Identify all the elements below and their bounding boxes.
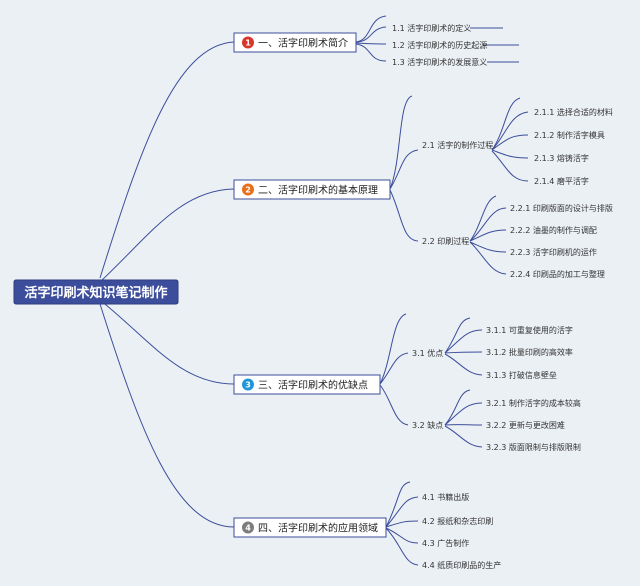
badge-number: 4 (245, 524, 251, 533)
leaf-topic[interactable]: 4.1 书籍出版 (422, 492, 469, 502)
badge-number: 2 (245, 186, 251, 195)
leaf-topic[interactable]: 3.1.2 批量印刷的高效率 (486, 347, 573, 357)
number-badge (242, 521, 254, 534)
leaf-topic[interactable]: 3.2.1 制作活字的成本较高 (486, 398, 581, 408)
leaf-topic[interactable]: 3.2.2 更新与更改困难 (486, 420, 565, 430)
leaf-topic[interactable]: 1.2 活字印刷术的历史起源 (392, 40, 487, 50)
branch-label: 二、活字印刷术的基本原理 (258, 184, 378, 197)
branch-box (233, 32, 357, 53)
root-box (13, 279, 179, 305)
leaf-topic[interactable]: 3.1.1 可重复使用的活字 (486, 325, 573, 335)
leaf-topic[interactable]: 1.1 活字印刷术的定义 (392, 23, 471, 33)
sub-topic[interactable]: 3.2 缺点 (412, 420, 443, 430)
leaf-topic[interactable]: 3.2.3 版面限制与排版限制 (486, 442, 581, 452)
leaf-topic[interactable]: 2.1.3 熔铸活字 (534, 153, 589, 163)
leaf-topic[interactable]: 2.2.1 印刷版面的设计与排版 (510, 203, 613, 213)
branch-box (233, 374, 381, 395)
branch4-edges (385, 481, 419, 566)
branch-box (233, 179, 391, 200)
branch-node-4[interactable]: 4 四、活字印刷术的应用领域 (233, 517, 387, 538)
leaf-topic[interactable]: 2.1.2 制作活字模具 (534, 130, 605, 140)
branch-label: 三、活字印刷术的优缺点 (258, 379, 368, 392)
sub-topic[interactable]: 3.1 优点 (412, 348, 443, 358)
sub-topic[interactable]: 2.1 活字的制作过程 (422, 140, 493, 150)
leaf-topic[interactable]: 4.3 广告制作 (422, 538, 469, 548)
root-label: 活字印刷术知识笔记制作 (24, 285, 167, 301)
leaf-topic[interactable]: 3.1.3 打破信息壁垒 (486, 370, 557, 380)
branch2-edges (389, 95, 529, 275)
number-badge (242, 183, 254, 196)
branch-node-2[interactable]: 2 二、活字印刷术的基本原理 (233, 179, 391, 200)
branch1-edges (355, 15, 519, 63)
leaf-topic[interactable]: 2.2.4 印刷品的加工与整理 (510, 269, 605, 279)
branch-label: 四、活字印刷术的应用领域 (258, 522, 378, 535)
leaf-topic[interactable]: 2.2.3 活字印刷机的运作 (510, 247, 597, 257)
leaf-topic[interactable]: 2.2.2 油墨的制作与调配 (510, 225, 597, 235)
number-badge (242, 378, 254, 391)
branch3-edges (379, 313, 483, 448)
branch-box (233, 517, 387, 538)
sub-topic[interactable]: 2.2 印刷过程 (422, 236, 469, 246)
number-badge (242, 36, 254, 49)
leaf-topic[interactable]: 2.1.4 磨平活字 (534, 176, 589, 186)
root-node[interactable]: 活字印刷术知识笔记制作 (13, 279, 179, 305)
badge-number: 1 (245, 39, 251, 48)
branch-label: 一、活字印刷术简介 (258, 37, 348, 50)
leaf-topic[interactable]: 2.1.1 选择合适的材料 (534, 107, 613, 117)
leaf-topic[interactable]: 4.4 纸质印刷品的生产 (422, 560, 501, 570)
branch-node-1[interactable]: 1 一、活字印刷术简介 (233, 32, 357, 53)
branch-node-3[interactable]: 3 三、活字印刷术的优缺点 (233, 374, 381, 395)
leaf-topic[interactable]: 4.2 报纸和杂志印刷 (422, 516, 493, 526)
leaf-topic[interactable]: 1.3 活字印刷术的发展意义 (392, 57, 487, 67)
root-edges (99, 41, 235, 528)
badge-number: 3 (245, 381, 251, 390)
